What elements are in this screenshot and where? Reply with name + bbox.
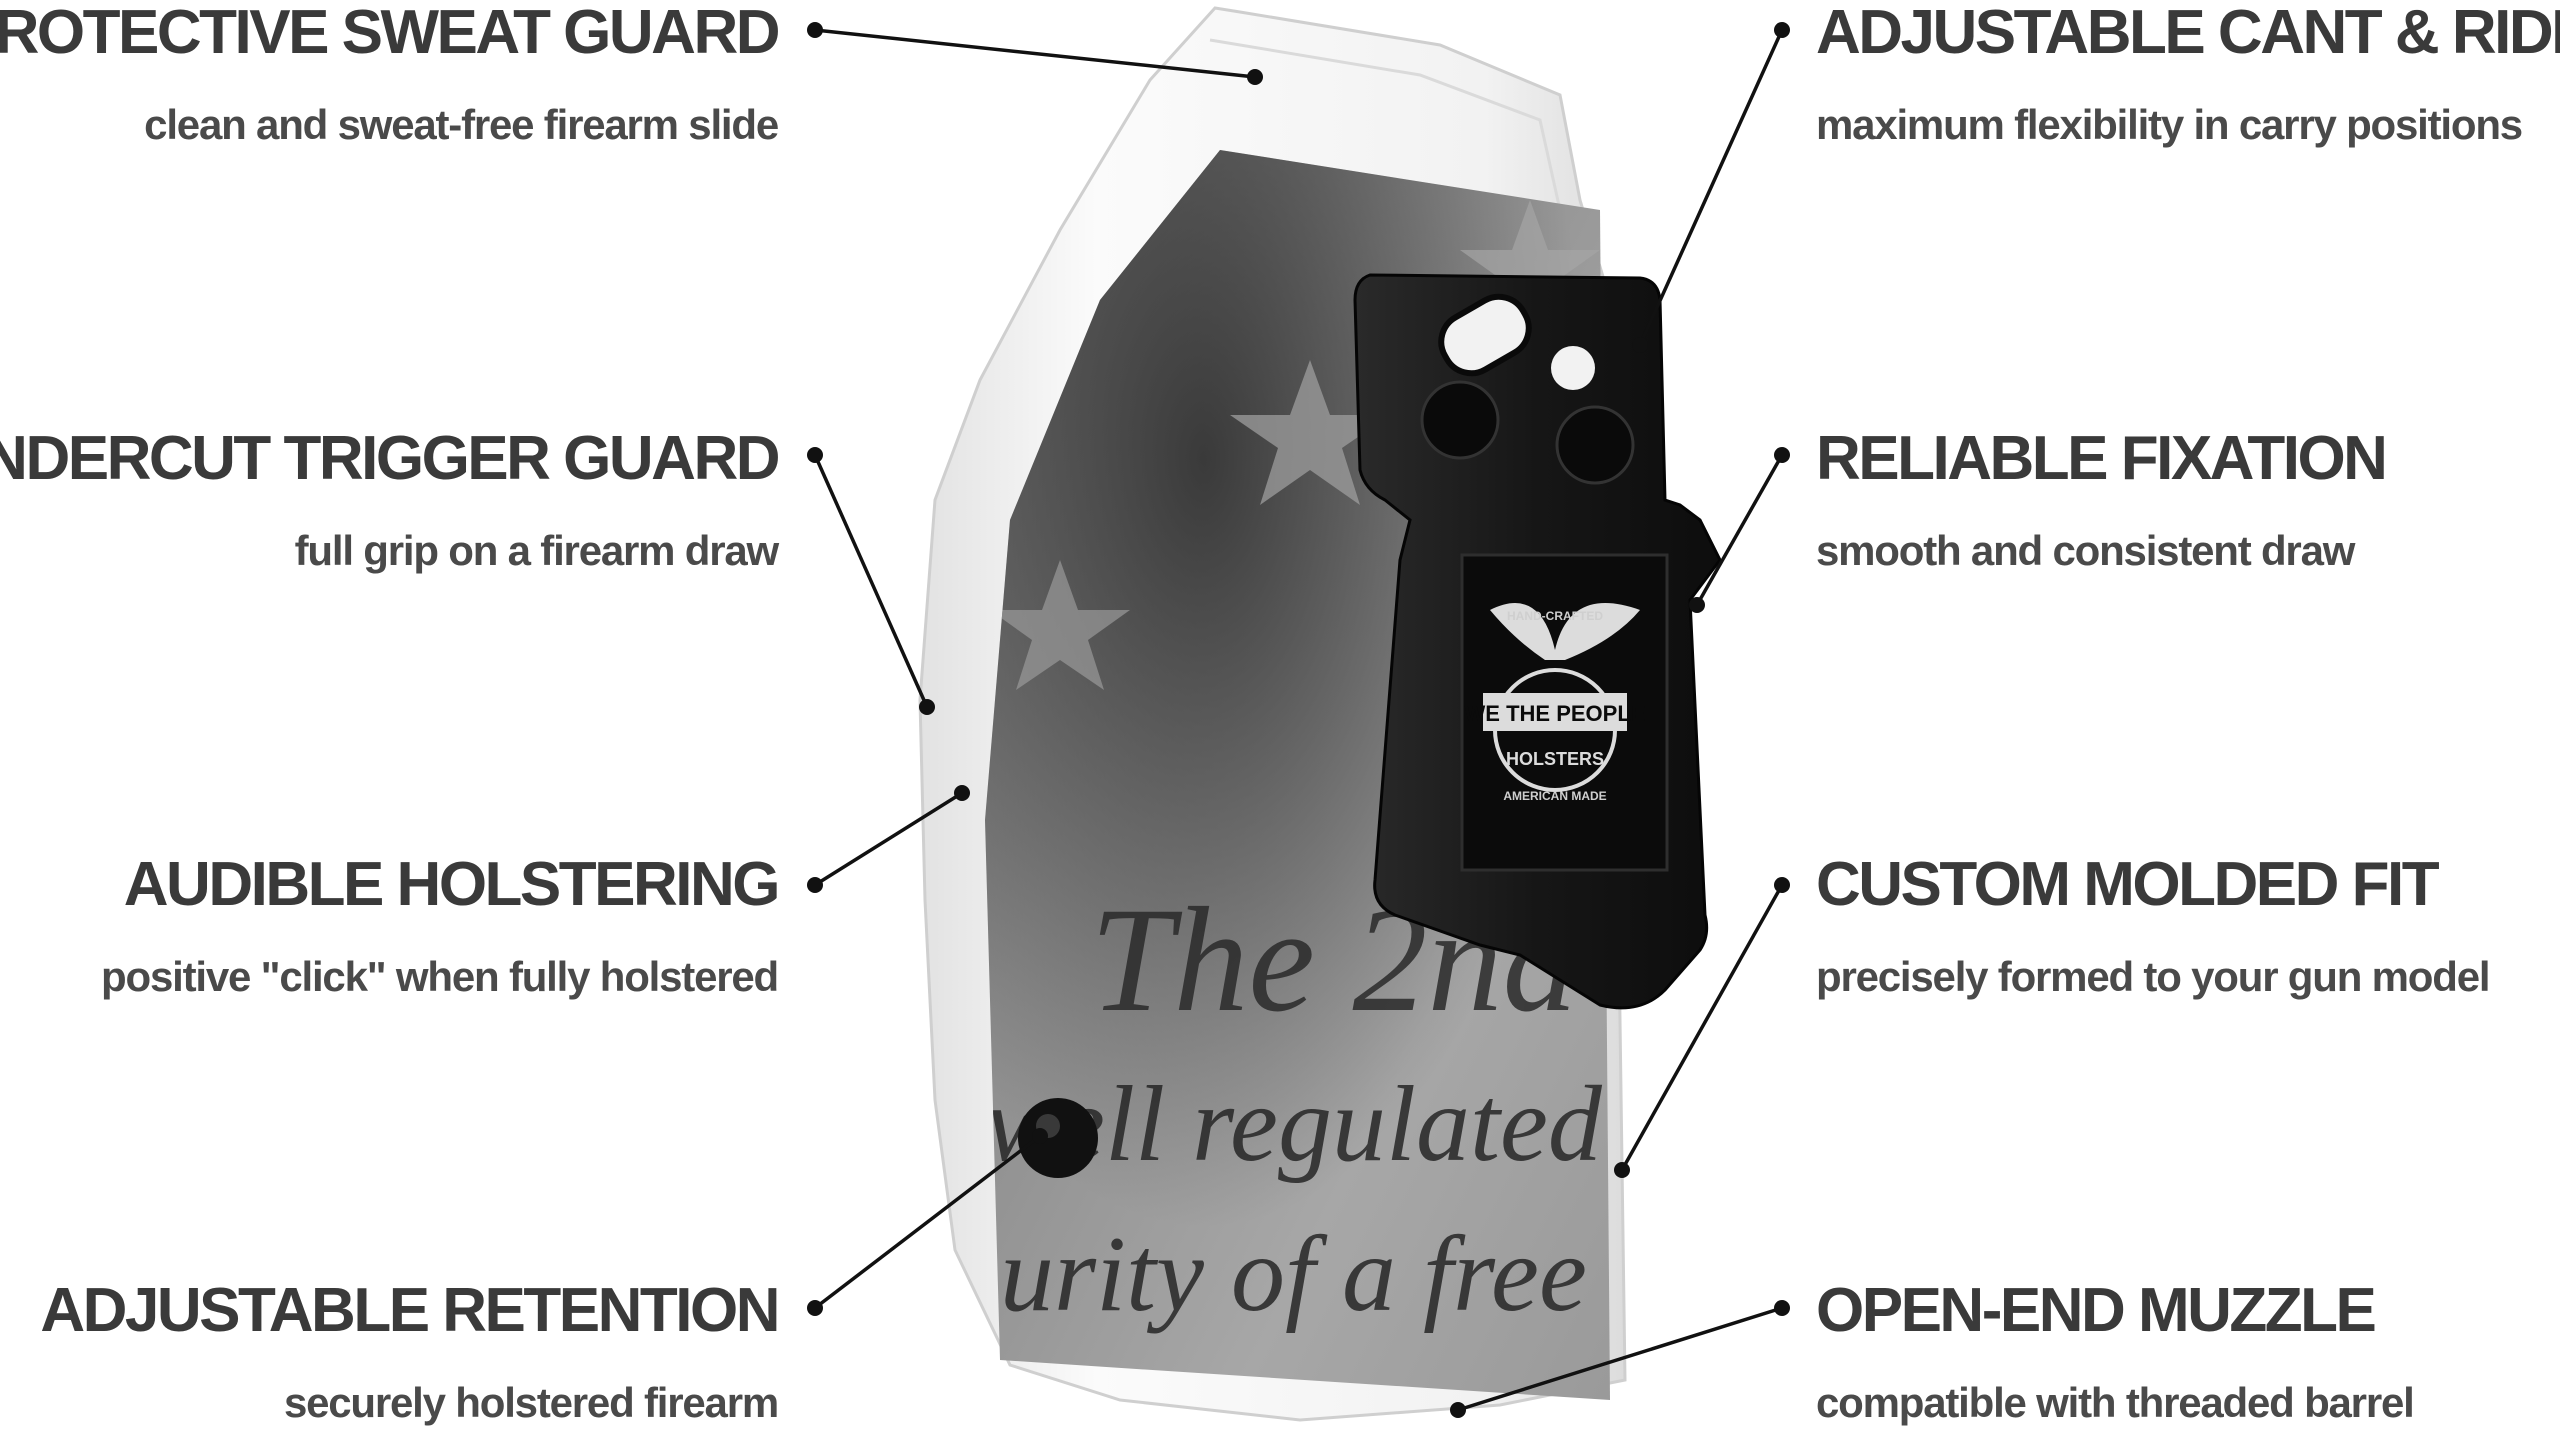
feature-title: PROTECTIVE SWEAT GUARD bbox=[0, 0, 781, 67]
feature-title: OPEN-END MUZZLE bbox=[1816, 1276, 2377, 1345]
retention-screw bbox=[1018, 1098, 1098, 1178]
feature-title: CUSTOM MOLDED FIT bbox=[1816, 850, 2440, 919]
feature-description: clean and sweat-free firearm slide bbox=[144, 101, 779, 148]
star-icon bbox=[1460, 200, 1600, 330]
feature-description: securely holstered firearm bbox=[283, 1379, 779, 1426]
clip-screw bbox=[1420, 380, 1500, 460]
logo-sub-text: HOLSTERS bbox=[1506, 749, 1604, 769]
clip-screw bbox=[1555, 405, 1635, 485]
we-the-people-logo: HAND-CRAFTED WE THE PEOPLE HOLSTERS AMER… bbox=[1465, 603, 1646, 803]
feature-title: ADJUSTABLE CANT & RIDE bbox=[1816, 0, 2560, 67]
star-icon bbox=[990, 560, 1130, 690]
feature-description: precisely formed to your gun model bbox=[1816, 953, 2491, 1000]
logo-bottom-text: AMERICAN MADE bbox=[1503, 789, 1606, 803]
feature-title: AUDIBLE HOLSTERING bbox=[123, 850, 781, 919]
feature-title: RELIABLE FIXATION bbox=[1816, 424, 2388, 493]
feature-description: smooth and consistent draw bbox=[1816, 527, 2355, 574]
belt-clip: HAND-CRAFTED WE THE PEOPLE HOLSTERS AMER… bbox=[1353, 273, 1722, 1010]
feature-description: compatible with threaded barrel bbox=[1816, 1379, 2415, 1426]
print-text-line2: well regulated Mil bbox=[985, 1065, 1779, 1184]
print-text-line3: urity of a free Sta bbox=[1000, 1215, 1752, 1334]
feature-description: full grip on a firearm draw bbox=[294, 527, 780, 574]
feature-description: positive "click" when fully holstered bbox=[101, 953, 779, 1000]
feature-title: ADJUSTABLE RETENTION bbox=[40, 1276, 780, 1345]
leader-lines bbox=[807, 22, 1790, 1418]
feature-description: maximum flexibility in carry positions bbox=[1816, 101, 2523, 148]
star-icon bbox=[1230, 360, 1390, 505]
logo-name-text: WE THE PEOPLE bbox=[1465, 701, 1646, 726]
logo-top-text: HAND-CRAFTED bbox=[1507, 609, 1603, 623]
feature-title: UNDERCUT TRIGGER GUARD bbox=[0, 424, 781, 493]
